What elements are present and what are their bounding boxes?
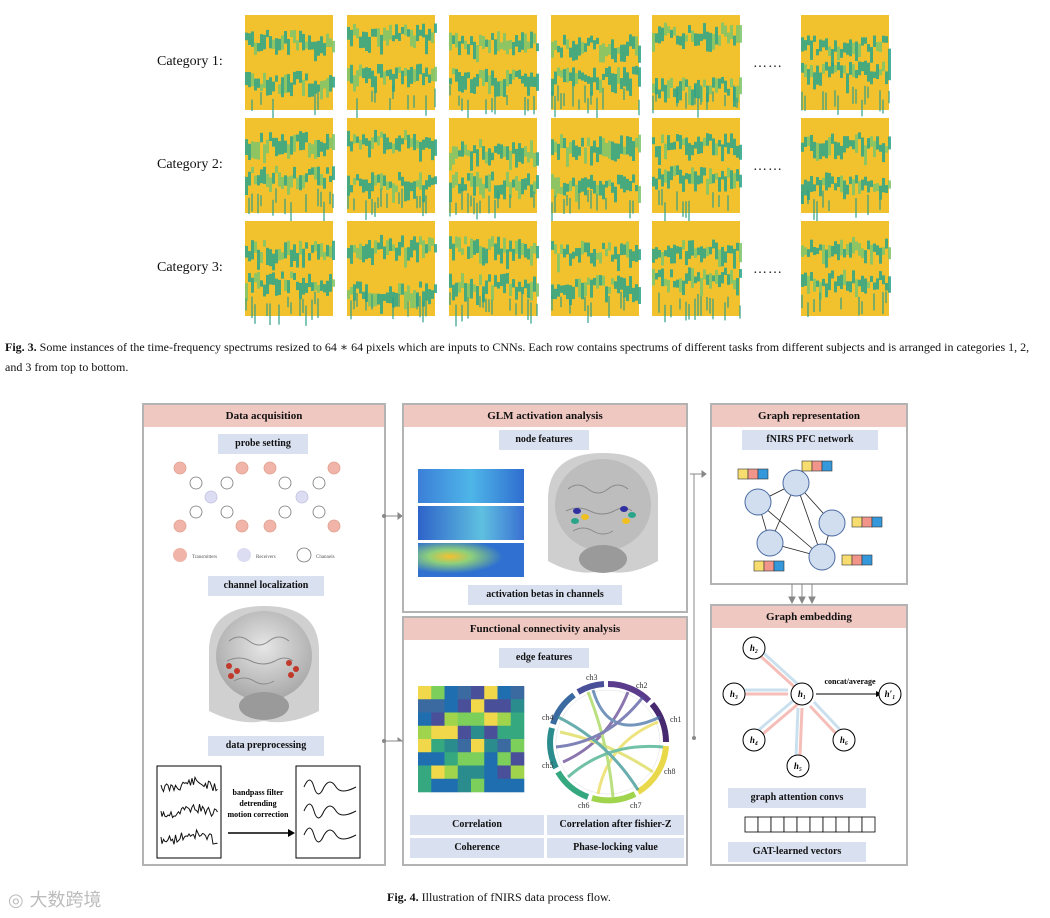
chord-label-ch1: ch1 bbox=[670, 715, 682, 724]
probe-setting-tag: probe setting bbox=[218, 434, 308, 454]
ellipsis-row-3: …… bbox=[753, 262, 783, 277]
functional-connectivity-panel: Functional connectivity analysis edge fe… bbox=[402, 616, 688, 866]
preprocessing-diagram: bandpass filter detrending motion correc… bbox=[156, 765, 361, 859]
category-2-label: Category 2: bbox=[157, 157, 223, 172]
legend-transmitters: Transmitters bbox=[192, 555, 217, 560]
spectrogram-r1-c5 bbox=[652, 15, 742, 118]
watermark-logo-icon: ◎ bbox=[8, 890, 24, 911]
fig4-caption: Fig. 4. Illustration of fNIRS data proce… bbox=[387, 887, 611, 907]
fig4-caption-text: Illustration of fNIRS data process flow. bbox=[421, 890, 611, 904]
chord-label-ch3: ch3 bbox=[586, 673, 598, 682]
ellipsis-row-2: …… bbox=[753, 159, 783, 174]
flow-connectors bbox=[382, 470, 707, 743]
chord-label-ch4: ch4 bbox=[542, 713, 554, 722]
watermark: ◎ 大数跨境 bbox=[8, 886, 101, 912]
spectrogram-r3-c4 bbox=[551, 221, 641, 323]
node-h3: h₃ bbox=[730, 689, 738, 699]
fig3-caption-label: Fig. 3. bbox=[5, 340, 37, 354]
activation-betas-tag: activation betas in channels bbox=[468, 585, 622, 605]
metric-coherence: Coherence bbox=[410, 838, 544, 858]
fig4-caption-label: Fig. 4. bbox=[387, 890, 419, 904]
activation-maps bbox=[418, 469, 524, 577]
graph-embedding-panel: Graph embedding h₂ h₃ h₁ h₄ h₅ h₆ h′₁ co… bbox=[710, 604, 908, 866]
data-acquisition-panel: Data acquisition probe setting Transmitt… bbox=[142, 403, 386, 866]
spectrogram-r1-c1 bbox=[245, 15, 335, 120]
spectrogram-r1-c3 bbox=[449, 15, 539, 119]
chord-diagram: ch2 ch1 ch3 ch4 ch5 ch6 ch7 ch8 bbox=[542, 673, 682, 810]
spectrogram-r1-c6 bbox=[801, 15, 891, 117]
attention-graph: h₂ h₃ h₁ h₄ h₅ h₆ h′₁ concat/average bbox=[722, 636, 902, 778]
graph-representation-title: Graph representation bbox=[712, 405, 906, 427]
preprocess-step-1: bandpass filter bbox=[233, 788, 284, 797]
fig3-caption: Fig. 3. Some instances of the time-frequ… bbox=[5, 337, 1045, 377]
spectrogram-r3-c3 bbox=[449, 221, 539, 327]
node-features-tag: node features bbox=[499, 430, 589, 450]
vector-strip bbox=[744, 816, 876, 833]
brain-activation-image bbox=[548, 453, 658, 573]
graph-representation-panel: Graph representation fNIRS PFC network bbox=[710, 403, 908, 585]
preprocess-step-2: detrending bbox=[239, 799, 276, 808]
data-preprocessing-tag: data preprocessing bbox=[208, 736, 324, 756]
data-acquisition-title: Data acquisition bbox=[144, 405, 384, 427]
down-arrows bbox=[788, 584, 816, 605]
gat-vectors-tag: GAT-learned vectors bbox=[728, 842, 866, 862]
metric-correlation-fisher-z: Correlation after fishier-Z bbox=[547, 815, 684, 835]
ellipsis-row-1: …… bbox=[753, 56, 783, 71]
glm-title: GLM activation analysis bbox=[404, 405, 686, 427]
spectrogram-r3-c1 bbox=[245, 221, 335, 326]
channel-localization-tag: channel localization bbox=[208, 576, 324, 596]
glm-panel: GLM activation analysis node features ac… bbox=[402, 403, 688, 613]
spectrogram-r2-c4 bbox=[551, 118, 641, 222]
pfc-network-tag: fNIRS PFC network bbox=[742, 430, 878, 450]
spectrogram-r1-c2 bbox=[347, 15, 437, 120]
chord-label-ch7: ch7 bbox=[630, 801, 642, 810]
spectrogram-r1-c4 bbox=[551, 15, 641, 119]
graph-attention-tag: graph attention convs bbox=[728, 788, 866, 808]
metric-correlation: Correlation bbox=[410, 815, 544, 835]
node-h1: h₁ bbox=[798, 689, 806, 699]
graph-embedding-title: Graph embedding bbox=[712, 606, 906, 628]
node-h2: h₂ bbox=[750, 643, 758, 653]
edge-features-tag: edge features bbox=[499, 648, 589, 668]
probe-layout-diagram: Transmitters Receivers Channels bbox=[173, 461, 341, 563]
spectrogram-r3-c5 bbox=[652, 221, 742, 323]
brain-localization-image bbox=[209, 606, 319, 723]
chord-label-ch2: ch2 bbox=[636, 681, 648, 690]
category-3-label: Category 3: bbox=[157, 260, 223, 275]
spectrogram-r3-c2 bbox=[347, 221, 437, 323]
legend-receivers: Receivers bbox=[256, 555, 276, 560]
chord-label-ch6: ch6 bbox=[578, 801, 590, 810]
functional-connectivity-title: Functional connectivity analysis bbox=[404, 618, 686, 640]
pfc-network-graph bbox=[737, 460, 883, 572]
spectrogram-r2-c1 bbox=[245, 118, 335, 224]
node-h5: h₅ bbox=[794, 761, 802, 771]
node-h6: h₆ bbox=[840, 735, 848, 745]
spectrogram-r3-c6 bbox=[801, 221, 891, 317]
fig3-caption-text: Some instances of the time-frequency spe… bbox=[5, 340, 1030, 374]
category-1-label: Category 1: bbox=[157, 54, 223, 69]
chord-label-ch5: ch5 bbox=[542, 761, 554, 770]
watermark-text: 大数跨境 bbox=[29, 890, 102, 911]
metric-phase-locking: Phase-locking value bbox=[547, 838, 684, 858]
preprocess-step-3: motion correction bbox=[228, 810, 289, 819]
spectrogram-r2-c5 bbox=[652, 118, 742, 224]
chord-label-ch8: ch8 bbox=[664, 767, 676, 776]
legend-channels: Channels bbox=[316, 555, 335, 560]
spectrogram-r2-c2 bbox=[347, 118, 437, 220]
spectrogram-r2-c3 bbox=[449, 118, 539, 220]
connectivity-matrix bbox=[418, 686, 525, 793]
spectrogram-r2-c6 bbox=[801, 118, 891, 223]
node-h4: h₄ bbox=[750, 735, 758, 745]
node-h1-prime: h′₁ bbox=[885, 689, 896, 699]
concat-average-label: concat/average bbox=[824, 677, 876, 686]
